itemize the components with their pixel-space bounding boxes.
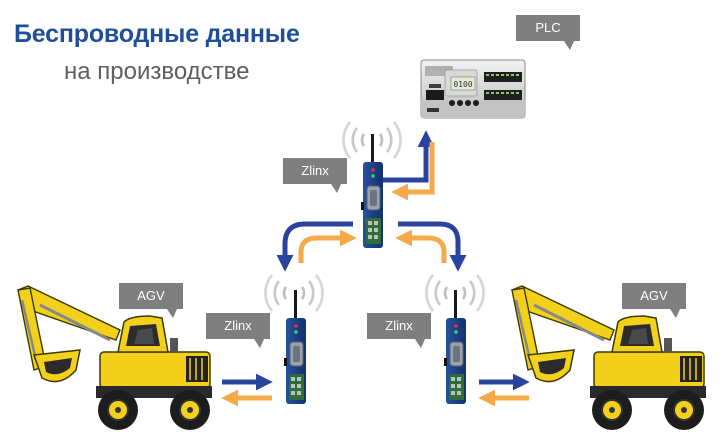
zlinx-radio-icon [283, 289, 307, 405]
label-agv-left: AGV [137, 288, 165, 303]
plc-display: 0100 [453, 80, 472, 89]
arrow-orange-right-up [395, 229, 447, 263]
arrow-blue-left-down [276, 221, 353, 272]
label-zlinx-right: Zlinx [385, 318, 413, 333]
plc-unit-icon: 0100 [420, 59, 526, 119]
label-plc: PLC [535, 20, 561, 35]
label-zlinx-top: Zlinx [301, 163, 329, 178]
arrow-orange-plc [391, 142, 435, 201]
arrow-blue-plc [383, 130, 435, 183]
zlinx-radio-icon [360, 133, 384, 249]
zlinx-radio-icon [443, 289, 467, 405]
label-zlinx-left: Zlinx [224, 318, 252, 333]
arrow-orange-left-up [298, 229, 357, 263]
title-line-2: на производстве [64, 58, 250, 85]
label-agv-right: AGV [640, 288, 668, 303]
title-line-1: Беспроводные данные [14, 20, 300, 48]
arrow-blue-right-down [398, 221, 467, 272]
